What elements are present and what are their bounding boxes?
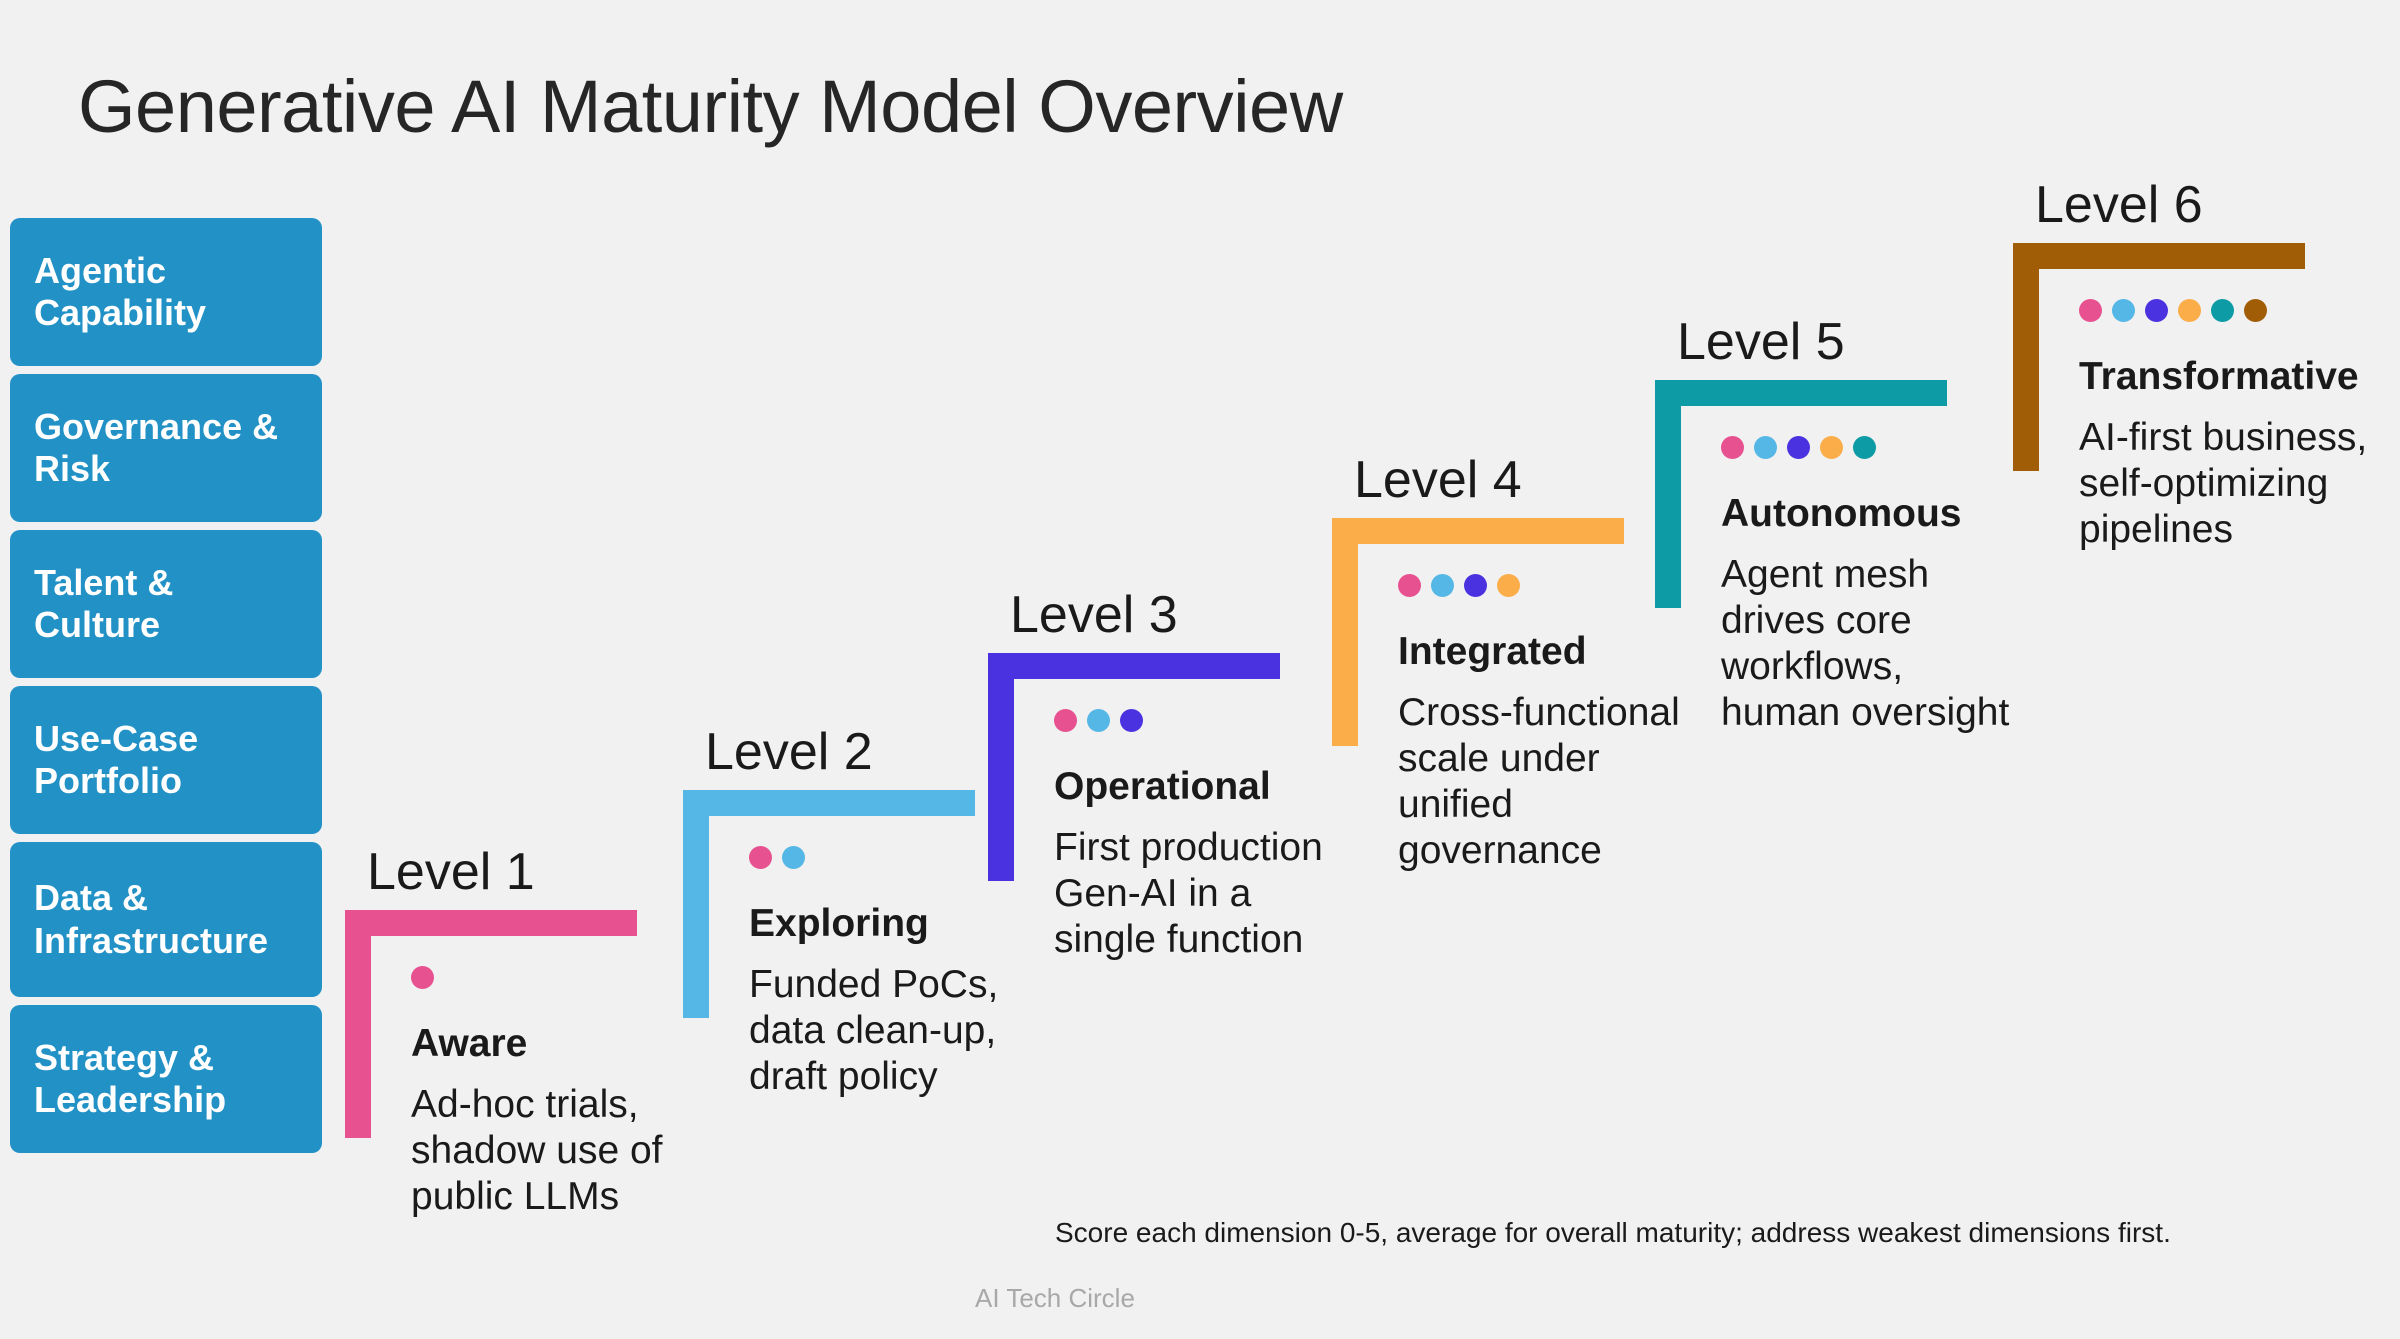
watermark: AI Tech Circle [975,1283,1135,1313]
maturity-dot-3 [1787,436,1810,459]
step-description: AI-first business, self-optimizing pipel… [2079,415,2368,551]
step-body: Transformative AI-first business, self-o… [2079,299,2400,553]
step-level-label: Level 6 [2035,176,2203,234]
maturity-dot-2 [2112,299,2135,322]
dimension-card-strategy-leadership[interactable]: Strategy & Leadership [10,1005,322,1153]
step-name: Aware [411,1022,528,1065]
step-dot-row [749,846,1049,869]
step-body: Autonomous Agent mesh drives core workfl… [1721,436,2031,736]
maturity-dot-1 [2079,299,2102,322]
step-level-label: Level 2 [705,723,873,781]
step-body: Exploring Funded PoCs, data clean-up, dr… [749,846,1049,1100]
maturity-dot-4 [1820,436,1843,459]
dimension-card-talent-culture[interactable]: Talent & Culture [10,530,322,678]
step-description: First production Gen-AI in a single func… [1054,825,1323,961]
step-bracket-vertical [1332,518,1358,746]
step-level-label: Level 3 [1010,586,1178,644]
dimension-card-use-case-portfolio[interactable]: Use-Case Portfolio [10,686,322,834]
maturity-dot-2 [782,846,805,869]
step-name: Autonomous [1721,492,1962,535]
dimension-rail: Agentic Capability Governance & Risk Tal… [10,218,322,1161]
step-bracket-horizontal [345,910,637,936]
step-bracket-horizontal [1332,518,1624,544]
maturity-dot-4 [2178,299,2201,322]
dimension-card-label: Talent & Culture [34,561,174,645]
step-bracket-horizontal [1655,380,1947,406]
step-level-label: Level 4 [1354,451,1522,509]
step-dot-row [1721,436,2031,459]
step-description: Agent mesh drives core workflows, human … [1721,552,2010,734]
step-name: Transformative [2079,355,2359,398]
step-level-label: Level 5 [1677,313,1845,371]
maturity-dot-3 [1464,574,1487,597]
dimension-card-label: Governance & Risk [34,405,279,489]
dimension-card-label: Data & Infrastructure [34,877,269,961]
maturity-dot-1 [1721,436,1744,459]
step-dot-row [1054,709,1354,732]
footnote-text: Score each dimension 0-5, average for ov… [1055,1217,2171,1248]
dimension-card-label: Agentic Capability [34,249,207,333]
dimension-card-data-infrastructure[interactable]: Data & Infrastructure [10,842,322,997]
step-description: Ad-hoc trials, shadow use of public LLMs [411,1082,663,1218]
maturity-dot-1 [749,846,772,869]
step-bracket-vertical [345,910,371,1138]
dimension-card-governance-risk[interactable]: Governance & Risk [10,374,322,522]
maturity-dot-3 [2145,299,2168,322]
step-dot-row [411,966,711,989]
step-name: Exploring [749,902,929,945]
step-bracket-vertical [1655,380,1681,608]
maturity-dot-2 [1431,574,1454,597]
step-bracket-vertical [988,653,1014,881]
maturity-dot-5 [2211,299,2234,322]
step-name: Operational [1054,765,1271,808]
step-body: Aware Ad-hoc trials, shadow use of publi… [411,966,711,1220]
maturity-dot-6 [2244,299,2267,322]
page-title: Generative AI Maturity Model Overview [78,64,1343,148]
step-bracket-horizontal [988,653,1280,679]
step-description: Cross-functional scale under unified gov… [1398,690,1680,872]
step-dot-row [1398,574,1698,597]
maturity-dot-2 [1754,436,1777,459]
step-body: Operational First production Gen-AI in a… [1054,709,1354,963]
maturity-dot-1 [1054,709,1077,732]
maturity-dot-3 [1120,709,1143,732]
dimension-card-label: Use-Case Portfolio [34,717,199,801]
maturity-dot-1 [1398,574,1421,597]
step-bracket-vertical [2013,243,2039,471]
step-name: Integrated [1398,630,1587,673]
maturity-dot-4 [1497,574,1520,597]
step-dot-row [2079,299,2400,322]
maturity-dot-2 [1087,709,1110,732]
dimension-card-agentic-capability[interactable]: Agentic Capability [10,218,322,366]
maturity-dot-1 [411,966,434,989]
dimension-card-label: Strategy & Leadership [34,1036,227,1120]
step-bracket-horizontal [683,790,975,816]
step-bracket-vertical [683,790,709,1018]
step-level-label: Level 1 [367,843,535,901]
step-bracket-horizontal [2013,243,2305,269]
step-description: Funded PoCs, data clean-up, draft policy [749,962,999,1098]
maturity-dot-5 [1853,436,1876,459]
step-body: Integrated Cross-functional scale under … [1398,574,1698,874]
